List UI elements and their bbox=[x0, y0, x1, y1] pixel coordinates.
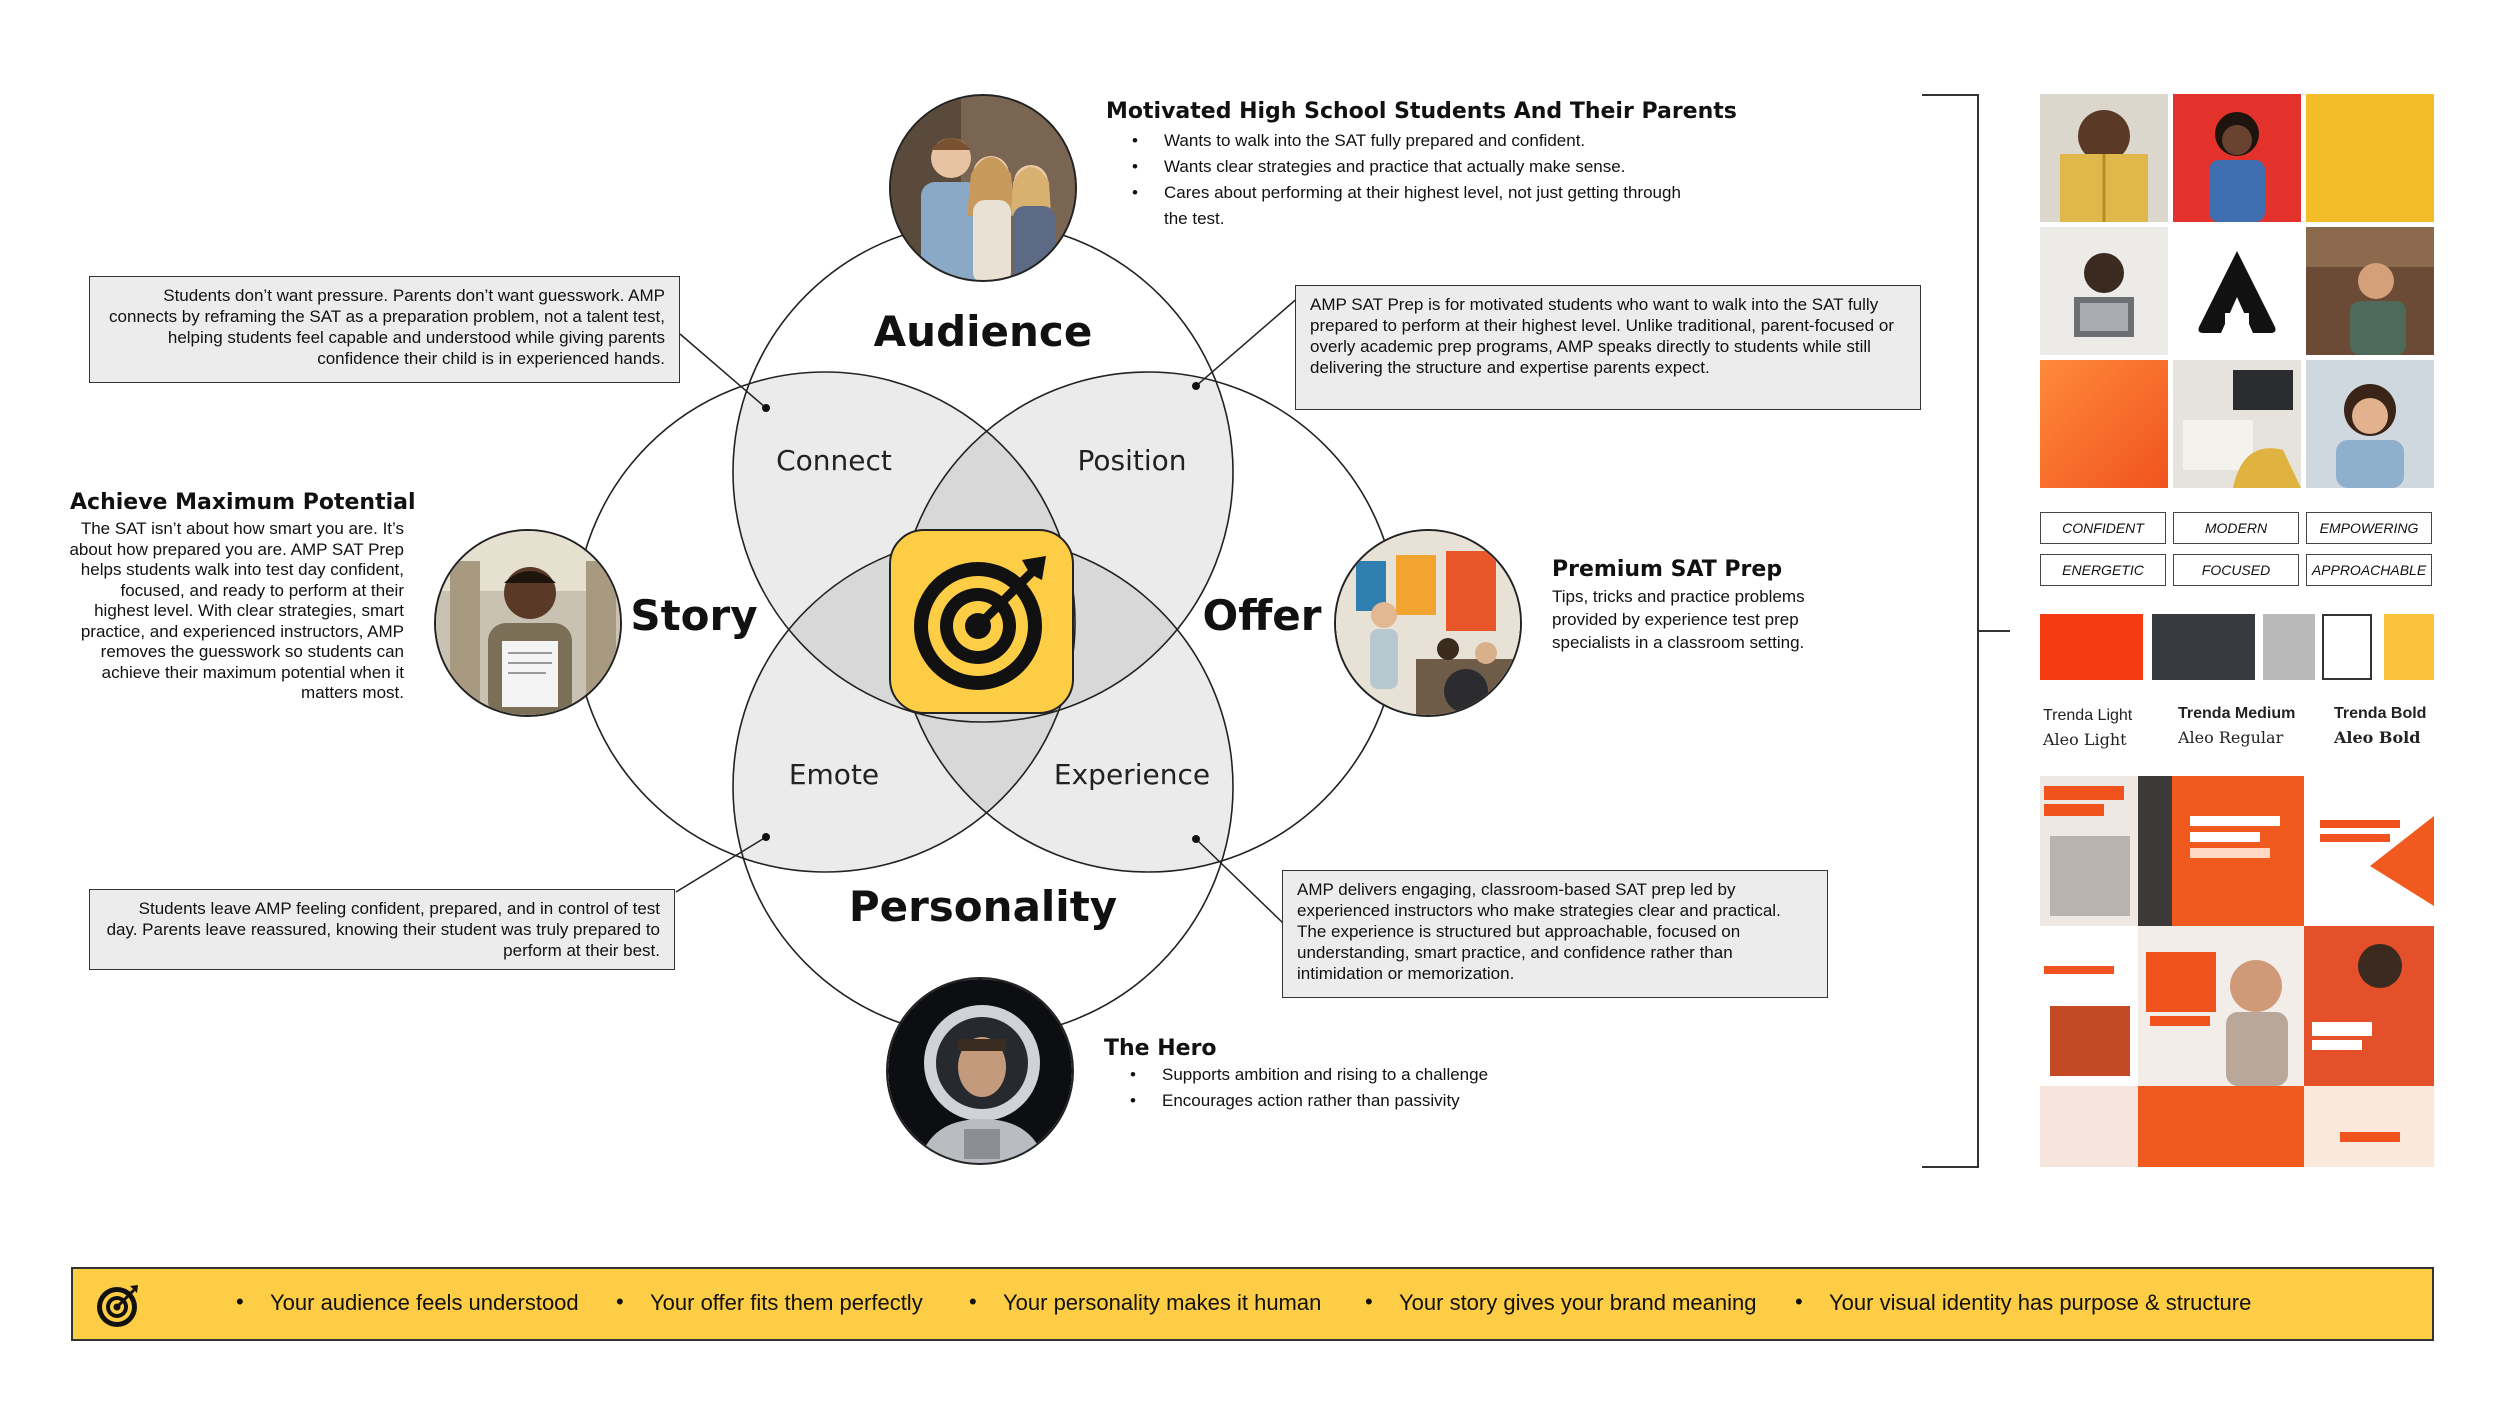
moodboard-bracket bbox=[1922, 94, 2010, 1168]
connector-connect bbox=[679, 333, 770, 412]
offer-photo bbox=[1334, 529, 1522, 717]
audience-bullet: Wants clear strategies and practice that… bbox=[1106, 154, 1726, 180]
banner-item: Your visual identity has purpose & struc… bbox=[1829, 1290, 2252, 1315]
moodboard-yellow-tile bbox=[2306, 94, 2434, 222]
color-swatch bbox=[2040, 614, 2143, 680]
font-primary: Trenda Bold bbox=[2334, 705, 2427, 722]
story-title: Achieve Maximum Potential bbox=[70, 490, 416, 515]
font-sample-bold: Trenda Bold Aleo Bold bbox=[2334, 702, 2426, 750]
moodboard-orange-gradient bbox=[2040, 360, 2168, 488]
banner-bullet: • bbox=[969, 1289, 977, 1314]
font-secondary: Aleo Bold bbox=[2334, 728, 2421, 747]
audience-photo bbox=[889, 94, 1077, 282]
banner-bullet: • bbox=[1795, 1289, 1803, 1314]
moodboard-photo-girl bbox=[2306, 360, 2434, 488]
experience-label: Experience bbox=[1054, 758, 1210, 791]
story-photo bbox=[434, 529, 622, 717]
banner-item: Your story gives your brand meaning bbox=[1399, 1290, 1757, 1315]
moodboard-photo-reading bbox=[2040, 94, 2168, 222]
hero-bullets: Supports ambition and rising to a challe… bbox=[1104, 1062, 1664, 1114]
connector-experience bbox=[1192, 835, 1285, 925]
color-swatch bbox=[2263, 614, 2315, 680]
moodboard-photo-desk bbox=[2173, 360, 2301, 488]
font-sample-light: Trenda Light Aleo Light bbox=[2043, 704, 2132, 752]
hero-photo bbox=[886, 977, 1074, 1165]
banner-item: Your personality makes it human bbox=[1003, 1290, 1322, 1315]
moodboard-photo-laptop bbox=[2040, 227, 2168, 355]
brand-tag: CONFIDENT bbox=[2040, 512, 2166, 544]
font-sample-medium: Trenda Medium Aleo Regular bbox=[2178, 702, 2295, 750]
color-swatch bbox=[2384, 614, 2434, 680]
color-swatch bbox=[2322, 614, 2372, 680]
banner-bullet: • bbox=[616, 1289, 624, 1314]
story-label: Story bbox=[630, 591, 757, 640]
moodboard-photo-student-red bbox=[2173, 94, 2301, 222]
banner-item: Your audience feels understood bbox=[270, 1290, 579, 1315]
connector-position bbox=[1192, 295, 1301, 390]
brand-tag: EMPOWERING bbox=[2306, 512, 2432, 544]
connector-emote bbox=[675, 833, 770, 893]
audience-bullet: Wants to walk into the SAT fully prepare… bbox=[1106, 128, 1726, 154]
hero-bullet: Supports ambition and rising to a challe… bbox=[1104, 1062, 1664, 1088]
emote-label: Emote bbox=[789, 758, 879, 791]
offer-title: Premium SAT Prep bbox=[1552, 557, 1783, 582]
social-collage bbox=[2040, 776, 2434, 1167]
font-primary: Trenda Light bbox=[2043, 707, 2133, 724]
hero-title: The Hero bbox=[1104, 1036, 1217, 1061]
banner-bullet: • bbox=[236, 1289, 244, 1314]
brand-tag: MODERN bbox=[2173, 512, 2299, 544]
font-secondary: Aleo Light bbox=[2043, 730, 2127, 749]
brand-tag: APPROACHABLE bbox=[2306, 554, 2432, 586]
personality-label: Personality bbox=[849, 882, 1117, 931]
brand-tag: FOCUSED bbox=[2173, 554, 2299, 586]
audience-bullets: Wants to walk into the SAT fully prepare… bbox=[1106, 128, 1726, 232]
audience-bullet: Cares about performing at their highest … bbox=[1106, 180, 1684, 232]
audience-label: Audience bbox=[874, 307, 1093, 356]
offer-label: Offer bbox=[1203, 591, 1322, 640]
font-secondary: Aleo Regular bbox=[2178, 728, 2284, 747]
brand-tag: ENERGETIC bbox=[2040, 554, 2166, 586]
banner-item: Your offer fits them perfectly bbox=[650, 1290, 923, 1315]
audience-title: Motivated High School Students And Their… bbox=[1106, 99, 1737, 124]
font-primary: Trenda Medium bbox=[2178, 705, 2296, 722]
position-label: Position bbox=[1077, 444, 1186, 477]
connect-label: Connect bbox=[776, 444, 892, 477]
target-icon bbox=[889, 529, 1074, 714]
moodboard-photo-library bbox=[2306, 227, 2434, 355]
color-swatch bbox=[2152, 614, 2255, 680]
banner-bullet: • bbox=[1365, 1289, 1373, 1314]
hero-bullet: Encourages action rather than passivity bbox=[1104, 1088, 1664, 1114]
connect-box: Students don’t want pressure. Parents do… bbox=[89, 276, 680, 383]
story-text: The SAT isn’t about how smart you are. I… bbox=[69, 519, 404, 702]
summary-banner: • Your audience feels understood • Your … bbox=[71, 1267, 2434, 1341]
experience-box: AMP delivers engaging, classroom-based S… bbox=[1282, 870, 1828, 998]
position-box: AMP SAT Prep is for motivated students w… bbox=[1295, 285, 1921, 410]
moodboard-logo bbox=[2173, 227, 2301, 355]
emote-box: Students leave AMP feeling confident, pr… bbox=[89, 889, 675, 970]
target-icon bbox=[97, 1285, 138, 1327]
offer-text: Tips, tricks and practice problems provi… bbox=[1552, 587, 1805, 652]
